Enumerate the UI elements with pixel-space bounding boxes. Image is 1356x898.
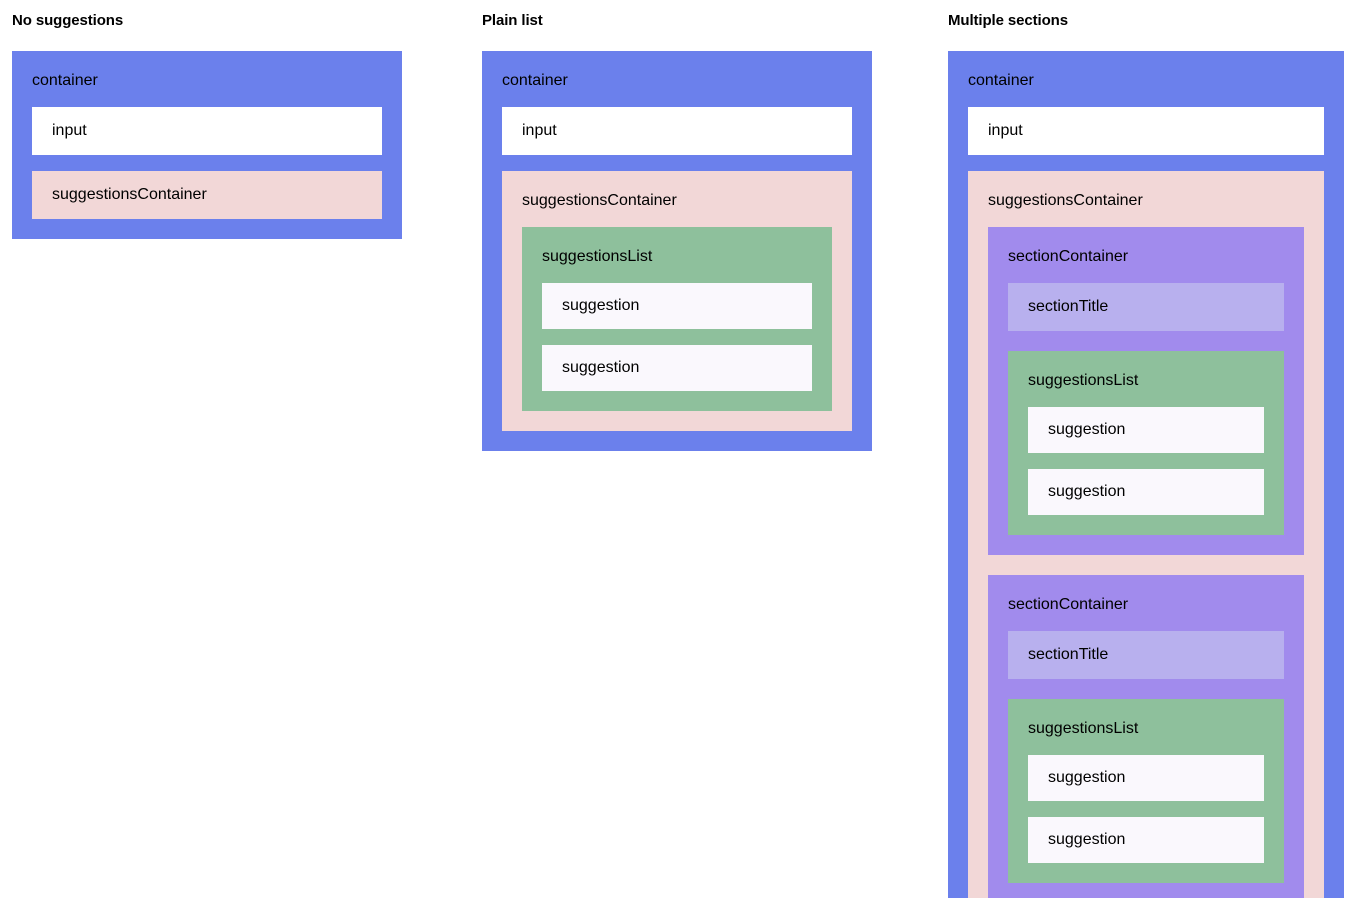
section-container-label: sectionContainer <box>1008 596 1129 613</box>
suggestions-list-label: suggestionsList <box>542 248 653 265</box>
suggestion-label: suggestion <box>562 359 640 376</box>
suggestions-list: suggestionsList suggestion suggestion <box>1008 699 1284 883</box>
column-multiple-sections: Multiple sections container input sugges… <box>940 0 1356 898</box>
container: container input suggestionsContainer <box>12 51 402 239</box>
suggestion-item[interactable]: suggestion <box>1028 755 1264 801</box>
suggestions-list: suggestionsList suggestion suggestion <box>1008 351 1284 535</box>
suggestions-container: suggestionsContainer suggestionsList sug… <box>502 171 852 431</box>
suggestion-item[interactable]: suggestion <box>542 283 812 329</box>
section-title: sectionTitle <box>1008 631 1284 679</box>
container: container input suggestionsContainer sug… <box>482 51 872 451</box>
column-title: Multiple sections <box>948 12 1068 29</box>
suggestions-list-label: suggestionsList <box>1028 372 1139 389</box>
suggestions-list: suggestionsList suggestion suggestion <box>522 227 832 411</box>
suggestion-label: suggestion <box>1048 421 1126 438</box>
section-container: sectionContainer sectionTitle suggestion… <box>988 575 1304 898</box>
column-title: Plain list <box>482 12 543 29</box>
input[interactable]: input <box>502 107 852 155</box>
suggestion-label: suggestion <box>1048 483 1126 500</box>
column-plain-list: Plain list container input suggestionsCo… <box>470 0 940 451</box>
suggestion-label: suggestion <box>1048 769 1126 786</box>
input-label: input <box>52 122 87 139</box>
container-label: container <box>502 72 568 89</box>
column-no-suggestions: No suggestions container input suggestio… <box>0 0 470 239</box>
suggestion-label: suggestion <box>562 297 640 314</box>
suggestions-container: suggestionsContainer sectionContainer se… <box>968 171 1324 898</box>
input[interactable]: input <box>968 107 1324 155</box>
input[interactable]: input <box>32 107 382 155</box>
suggestion-item[interactable]: suggestion <box>1028 817 1264 863</box>
suggestion-item[interactable]: suggestion <box>1028 469 1264 515</box>
input-label: input <box>988 122 1023 139</box>
suggestion-label: suggestion <box>1048 831 1126 848</box>
container-label: container <box>32 72 98 89</box>
section-title-label: sectionTitle <box>1028 298 1109 315</box>
column-title: No suggestions <box>12 12 124 29</box>
suggestions-container-label: suggestionsContainer <box>522 192 677 209</box>
section-title-label: sectionTitle <box>1028 646 1109 663</box>
section-container-label: sectionContainer <box>1008 248 1129 265</box>
input-label: input <box>522 122 557 139</box>
suggestions-container-label: suggestionsContainer <box>52 186 207 203</box>
suggestion-item[interactable]: suggestion <box>542 345 812 391</box>
container: container input suggestionsContainer sec… <box>948 51 1344 898</box>
suggestion-item[interactable]: suggestion <box>1028 407 1264 453</box>
container-label: container <box>968 72 1034 89</box>
suggestions-container-label: suggestionsContainer <box>988 192 1143 209</box>
section-title: sectionTitle <box>1008 283 1284 331</box>
suggestions-container: suggestionsContainer <box>32 171 382 219</box>
section-container: sectionContainer sectionTitle suggestion… <box>988 227 1304 555</box>
suggestions-list-label: suggestionsList <box>1028 720 1139 737</box>
